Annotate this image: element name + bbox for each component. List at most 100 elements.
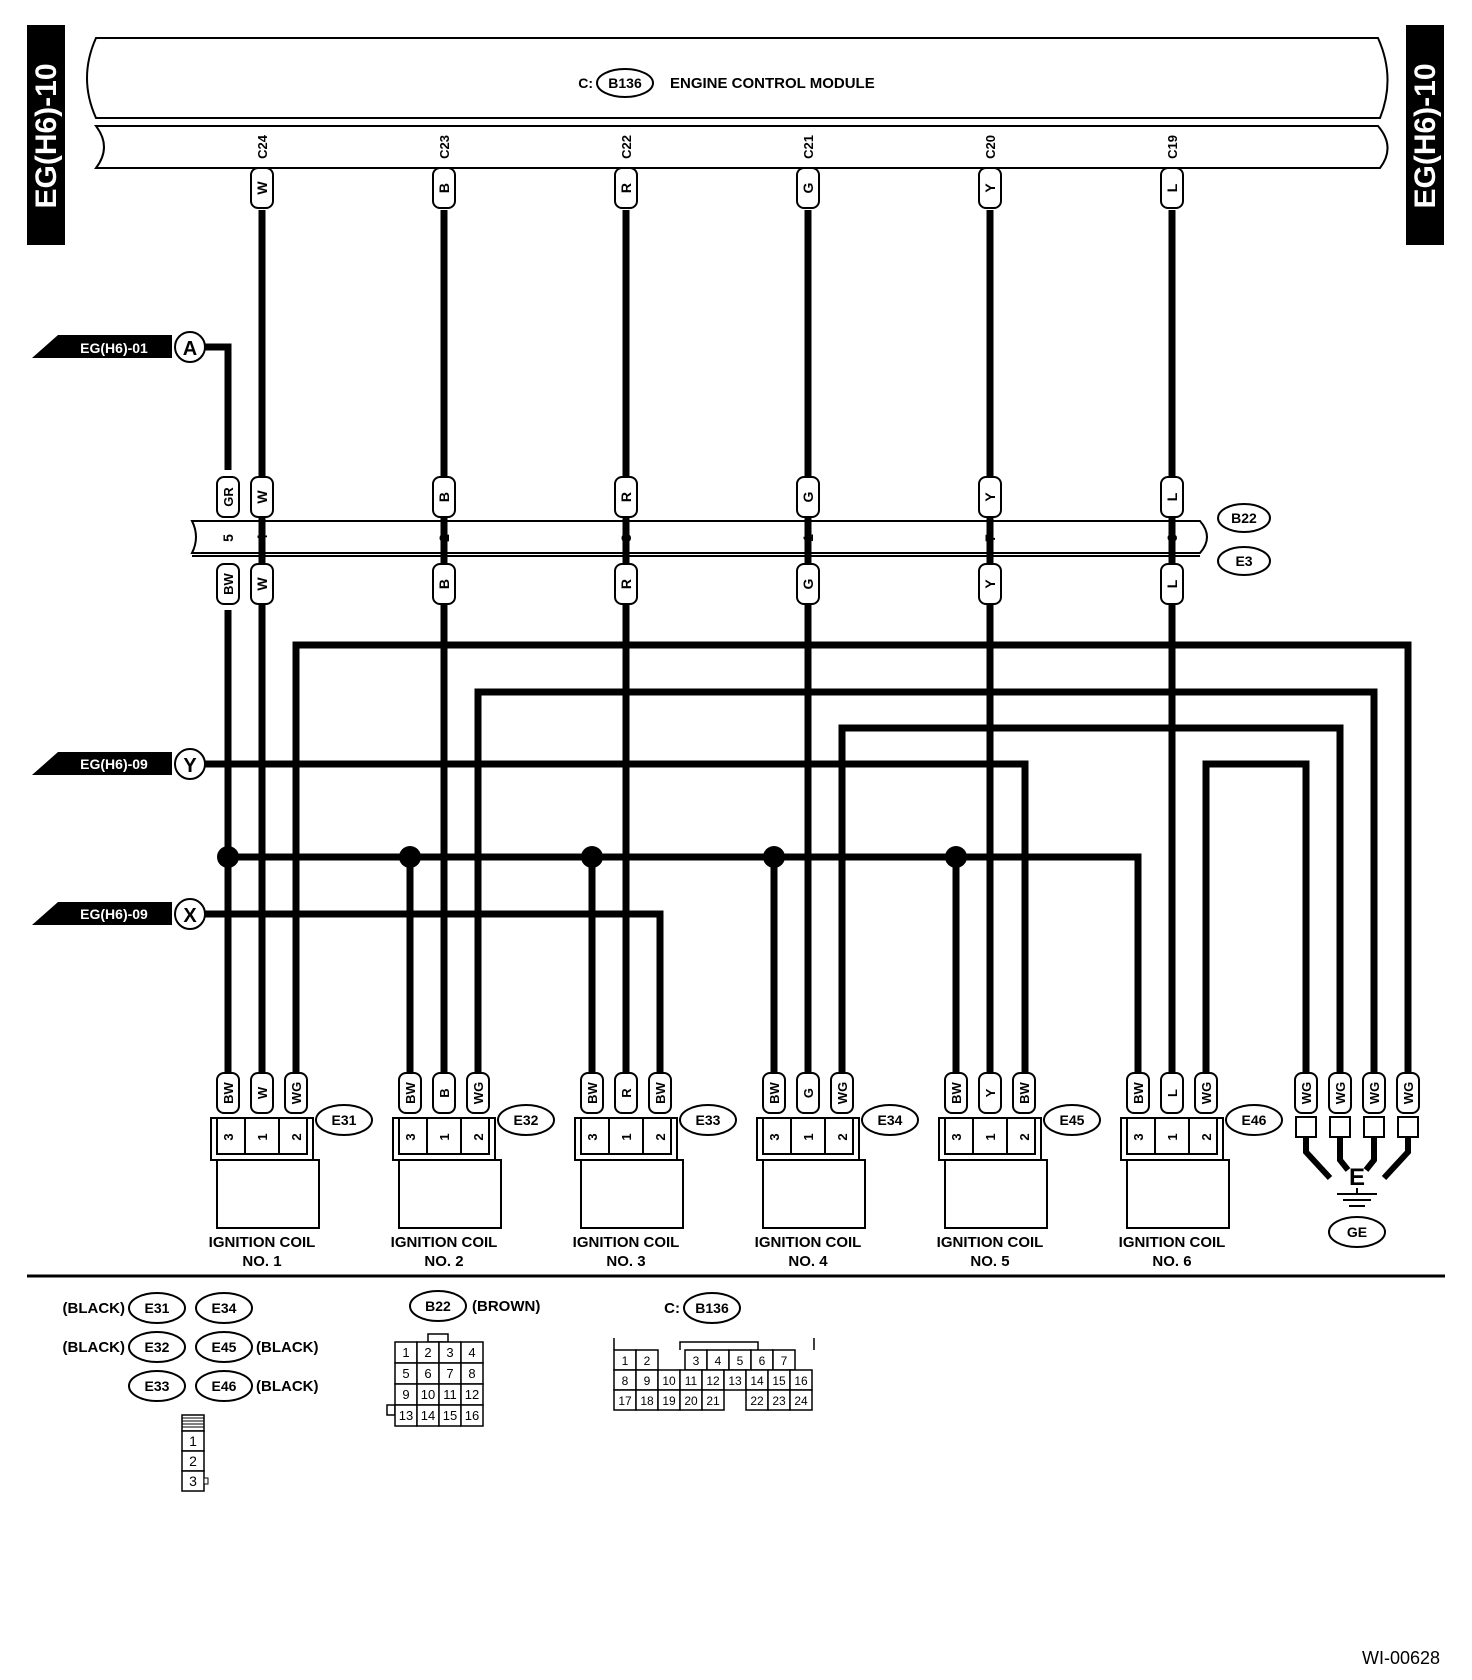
coil-connector-badge (315, 1104, 373, 1136)
coil-wire-label: WG (830, 1072, 854, 1114)
svg-text:B: B (436, 183, 452, 193)
svg-text:1: 1 (402, 1345, 409, 1360)
svg-text:1: 1 (189, 1433, 197, 1449)
svg-text:Y: Y (982, 492, 998, 502)
ground-connector-label: GE (1347, 1224, 1367, 1240)
coil-number: NO. 4 (788, 1253, 828, 1270)
ecm-prefix: C: (578, 75, 593, 91)
svg-text:(BLACK): (BLACK) (256, 1339, 318, 1356)
ground-wire-label: WG (1328, 1072, 1352, 1114)
figure-id: WI-00628 (1362, 1648, 1440, 1668)
coil-pin-label: 3 (1131, 1133, 1146, 1140)
joint-upper-wire-label: L (1160, 476, 1184, 518)
coil-pin-label: 1 (619, 1133, 634, 1140)
svg-text:5: 5 (402, 1366, 409, 1381)
svg-text:A: A (183, 338, 197, 360)
coil-wire-label: BW (398, 1072, 422, 1114)
coil-title: IGNITION COIL (391, 1234, 498, 1251)
ecm-name: ENGINE CONTROL MODULE (670, 75, 875, 92)
svg-text:4: 4 (468, 1345, 475, 1360)
coil-pin-label: 1 (437, 1133, 452, 1140)
page-tab-right-label: EG(H6)-10 (1409, 63, 1442, 208)
svg-text:GR: GR (221, 487, 236, 507)
svg-text:17: 17 (618, 1394, 632, 1408)
coil-pin-label: 2 (1199, 1133, 1214, 1140)
svg-text:22: 22 (750, 1394, 764, 1408)
svg-text:7: 7 (446, 1366, 453, 1381)
coil-wire-label: B (432, 1072, 456, 1114)
ecm-module: C: B136 ENGINE CONTROL MODULE (86, 37, 1389, 169)
joint-pin-label: 6 (1164, 534, 1180, 542)
svg-text:BW: BW (767, 1081, 782, 1103)
svg-text:12: 12 (465, 1387, 479, 1402)
svg-text:WG: WG (471, 1082, 486, 1104)
coil-wire-label: BW (216, 1072, 240, 1114)
coil-connector-badge (679, 1104, 737, 1136)
joint-gr-upper-label: GR (216, 476, 240, 518)
joint-gr-pin-label: 5 (220, 534, 236, 542)
coil-pin-label: 1 (255, 1133, 270, 1140)
coil-wire-label: BW (1126, 1072, 1150, 1114)
svg-text:Y: Y (183, 755, 197, 777)
svg-text:G: G (801, 1088, 816, 1098)
joint-b22-badge (1217, 503, 1271, 533)
coil-number: NO. 6 (1152, 1253, 1191, 1270)
ecm-wire-label: L (1160, 167, 1184, 209)
svg-text:W: W (255, 1086, 270, 1099)
coil-title: IGNITION COIL (209, 1234, 316, 1251)
svg-text:BW: BW (949, 1081, 964, 1103)
svg-text:BW: BW (221, 1081, 236, 1103)
svg-text:9: 9 (402, 1387, 409, 1402)
coil-pin-label: 3 (949, 1133, 964, 1140)
svg-text:L: L (1164, 579, 1180, 588)
page-tab-right (1406, 25, 1444, 245)
offpage-ref-y: EG(H6)-09 Y (32, 748, 206, 780)
svg-text:EG(H6)-01: EG(H6)-01 (80, 340, 148, 356)
joint-lower-wire-label: Y (978, 563, 1002, 605)
svg-text:14: 14 (421, 1408, 435, 1423)
svg-text:3: 3 (446, 1345, 453, 1360)
svg-text:B136: B136 (695, 1300, 729, 1316)
svg-text:7: 7 (781, 1354, 788, 1368)
coil-wire-label: W (250, 1072, 274, 1114)
joint-connector: B22 E3 (190, 503, 1271, 576)
svg-text:8: 8 (622, 1374, 629, 1388)
svg-text:10: 10 (421, 1387, 435, 1402)
coil-pin-label: 1 (801, 1133, 816, 1140)
svg-text:WG: WG (1299, 1082, 1314, 1104)
ground-wire-label: WG (1294, 1072, 1318, 1114)
coil-title: IGNITION COIL (937, 1234, 1044, 1251)
svg-text:W: W (254, 490, 270, 504)
coil-wire-label: L (1160, 1072, 1184, 1114)
coil-wire-label: BW (580, 1072, 604, 1114)
svg-text:WG: WG (1199, 1082, 1214, 1104)
coil-pin-label: 1 (1165, 1133, 1180, 1140)
joint-lower-wire-label: L (1160, 563, 1184, 605)
svg-text:14: 14 (750, 1374, 764, 1388)
svg-text:WG: WG (1333, 1082, 1348, 1104)
svg-text:19: 19 (662, 1394, 676, 1408)
coil-wire-label: WG (1194, 1072, 1218, 1114)
joint-upper-wire-label: G (796, 476, 820, 518)
svg-text:WG: WG (835, 1082, 850, 1104)
legend-coil-pin-diagram: 123 (181, 1414, 209, 1492)
coil-pin-label: 2 (653, 1133, 668, 1140)
coil-connector-label: E33 (696, 1112, 721, 1128)
svg-text:X: X (183, 905, 197, 927)
ground-symbol-label: E (1349, 1164, 1365, 1191)
ecm-wire-label: R (614, 167, 638, 209)
svg-text:W: W (254, 181, 270, 195)
coil-pin-label: 2 (289, 1133, 304, 1140)
svg-text:9: 9 (644, 1374, 651, 1388)
svg-text:E45: E45 (212, 1339, 237, 1355)
svg-text:E34: E34 (212, 1300, 237, 1316)
ground-wire-label: WG (1362, 1072, 1386, 1114)
legend-b136: C: B136 (664, 1292, 741, 1324)
